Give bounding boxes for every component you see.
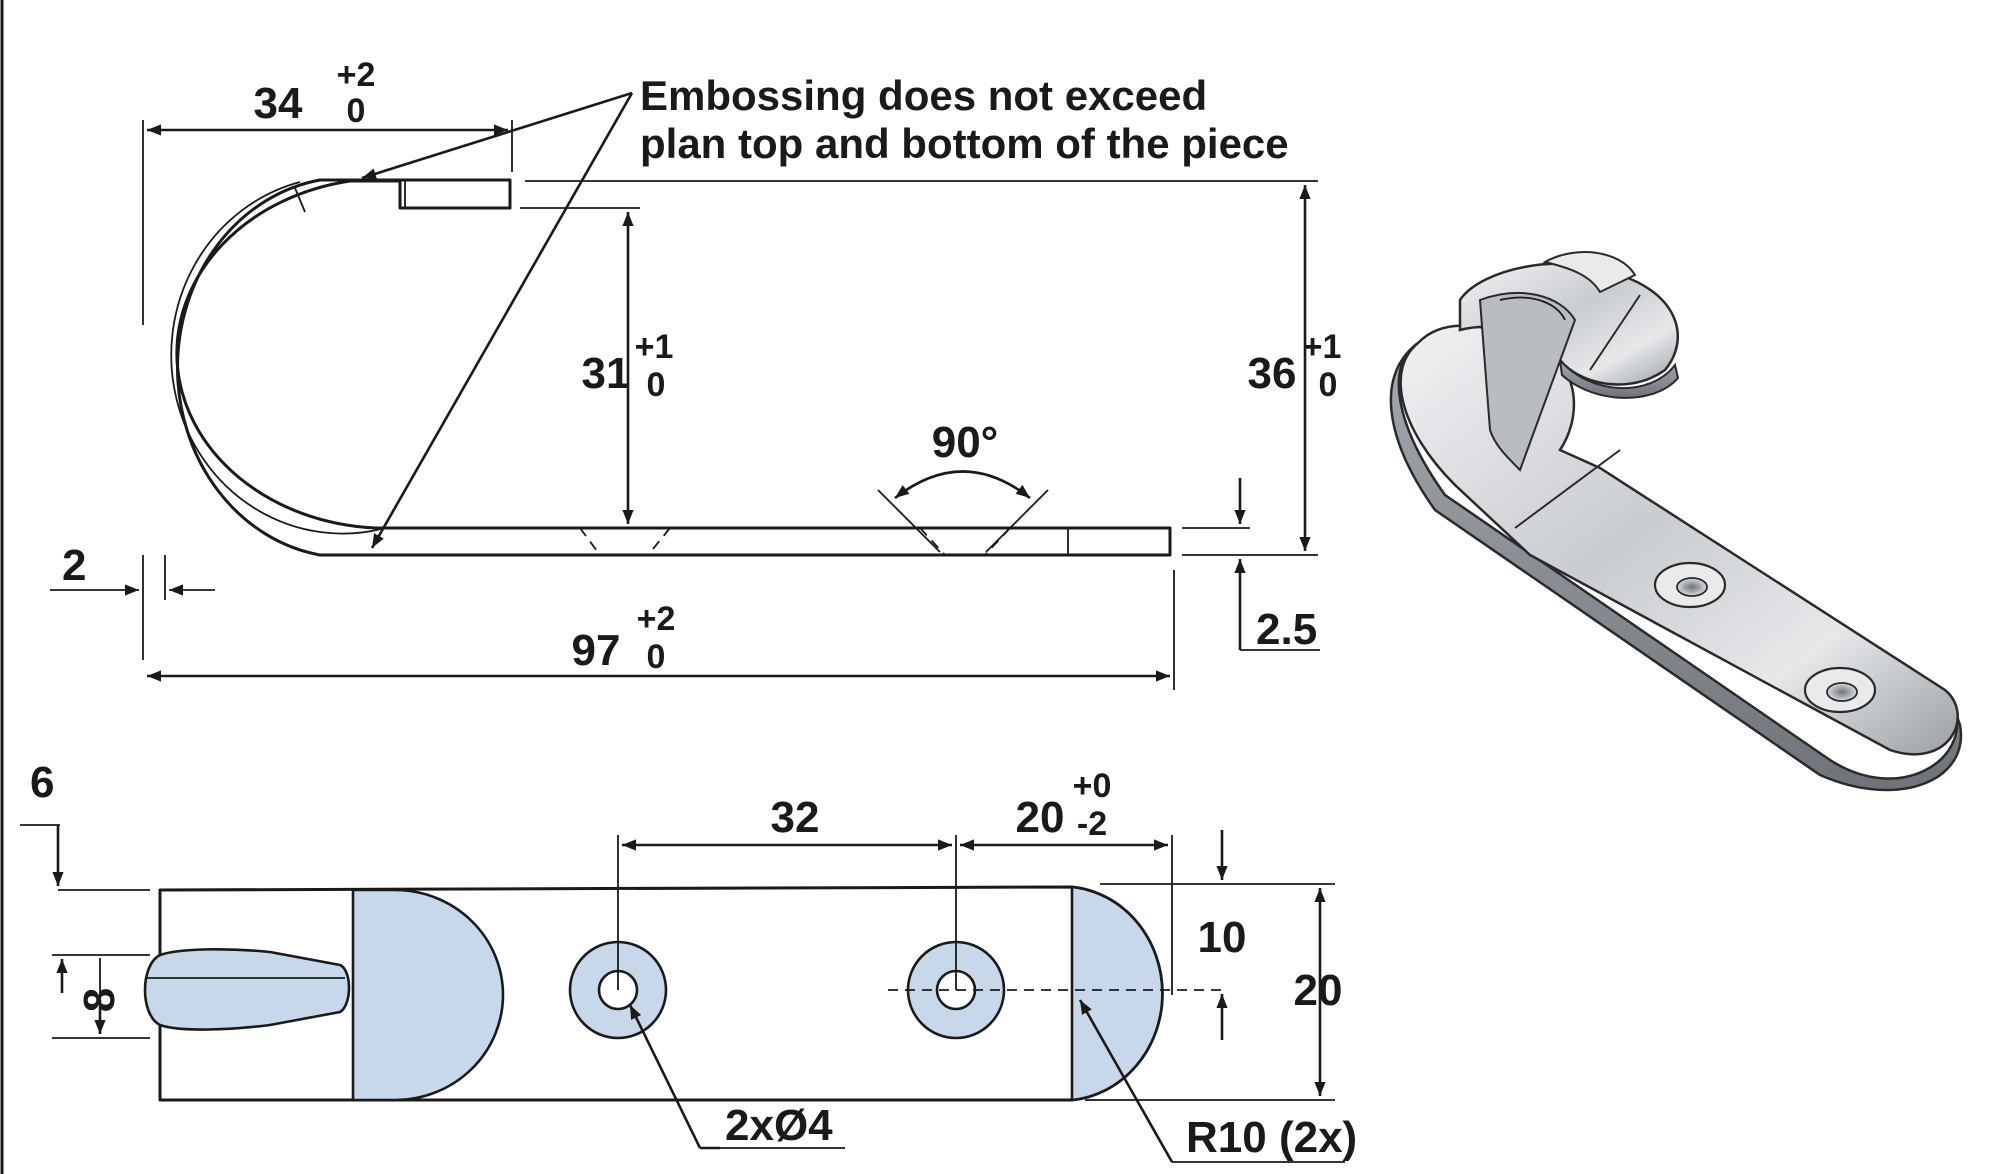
dim-97-tol-plus: +2 <box>637 600 676 638</box>
embossing-curve <box>170 181 386 535</box>
dim-36-tol-minus: 0 <box>1319 366 1338 404</box>
dim-20-end-tol-minus: -2 <box>1077 805 1107 843</box>
dim-31-tol-plus: +1 <box>635 328 674 366</box>
side-view: 34 +2 0 Embossing does not exceed plan t… <box>50 56 1341 690</box>
embossing-strip <box>143 948 351 1031</box>
end-shading <box>1070 885 1164 1102</box>
dim-20-end-value: 20 <box>1016 793 1065 842</box>
dim-34-tol-minus: 0 <box>347 92 366 130</box>
dim-6: 6 <box>30 758 54 807</box>
note-line1: Embossing does not exceed <box>640 72 1207 119</box>
hook-shading <box>351 888 505 1102</box>
dim-8: 8 <box>75 988 124 1012</box>
dim-31-tol-minus: 0 <box>647 366 666 404</box>
dim-2: 2 <box>62 541 86 590</box>
dim-32: 32 <box>771 793 820 842</box>
dim-20-end-tol-plus: +0 <box>1073 767 1112 805</box>
dim-2-5: 2.5 <box>1256 605 1317 654</box>
dim-20-width: 20 <box>1294 966 1343 1015</box>
radius-callout: R10 (2x) <box>1186 1113 1357 1162</box>
angle-90: 90° <box>932 418 999 467</box>
dim-97-tol-minus: 0 <box>647 638 666 676</box>
dim-36-tol-plus: +1 <box>1303 328 1342 366</box>
iso-view <box>1389 251 1963 792</box>
dim-10: 10 <box>1198 913 1247 962</box>
dim-31-value: 31 <box>582 349 631 398</box>
dim-34-value: 34 <box>254 79 303 128</box>
dim-34-tol-plus: +2 <box>337 56 376 94</box>
top-view: 32 20 +0 -2 10 20 6 8 2xØ4 <box>20 758 1357 1163</box>
note-line2: plan top and bottom of the piece <box>640 120 1289 167</box>
hook-profile <box>175 178 1172 557</box>
dim-97-value: 97 <box>572 626 621 675</box>
hole-callout: 2xØ4 <box>725 1101 833 1150</box>
dim-36-value: 36 <box>1248 349 1297 398</box>
